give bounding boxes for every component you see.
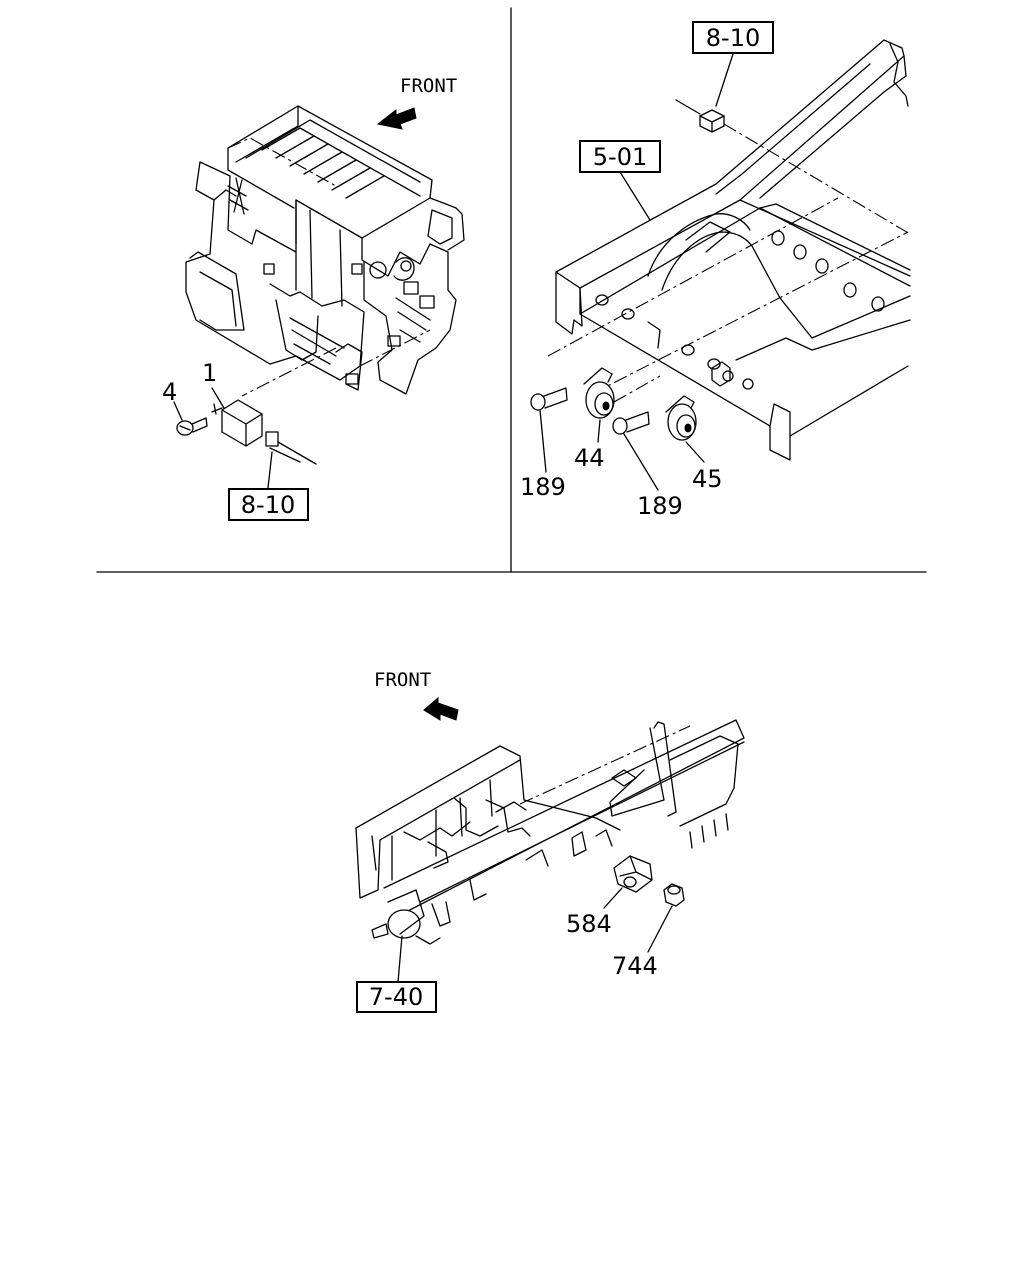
front-label-bottom: FRONT (374, 669, 431, 691)
bolt-189-right (612, 411, 650, 435)
ref-box-5-01-label: 5-01 (593, 143, 647, 171)
leader-ref-8-10-left (267, 451, 273, 489)
bolt-part-4 (176, 417, 208, 436)
leader-bolt-189-right (623, 433, 659, 491)
leader-horn-45 (685, 441, 705, 463)
hvac-unit-drawing (185, 105, 465, 397)
leader-part-744 (647, 905, 673, 953)
front-arrow-bottom-icon (423, 696, 459, 721)
leader-ref-8-10-top (715, 53, 734, 107)
connector-8-10-top (675, 99, 911, 235)
callout-bolt-189-right: 189 (637, 492, 683, 520)
bracket-part-584 (613, 855, 653, 893)
leader-horn-44 (597, 419, 601, 443)
horn-part-44 (583, 367, 615, 419)
ref-box-7-40-label: 7-40 (369, 983, 423, 1011)
callout-part-584: 584 (566, 910, 612, 938)
leader-part-1 (211, 387, 225, 409)
bolt-189-left (530, 387, 568, 411)
leader-bolt-189-left (539, 409, 547, 473)
cross-member-drawing (355, 719, 745, 945)
callout-bolt-189-left: 189 (520, 473, 566, 501)
chassis-frame-drawing (547, 39, 911, 461)
ref-box-7-40 (356, 981, 437, 1013)
nut-part-744 (663, 883, 685, 907)
callout-horn-44: 44 (574, 444, 605, 472)
ref-box-8-10-left (228, 488, 309, 521)
leader-part-584 (603, 887, 623, 909)
callout-part-4: 4 (162, 378, 177, 406)
ref-box-8-10-top-label: 8-10 (706, 24, 760, 52)
callout-part-744: 744 (612, 952, 658, 980)
front-label-top: FRONT (400, 75, 457, 97)
leader-ref-5-01 (619, 171, 651, 221)
ref-box-8-10-left-label: 8-10 (241, 491, 295, 519)
ref-box-8-10-top (692, 21, 774, 54)
front-arrow-icon (376, 107, 417, 130)
callout-part-1: 1 (202, 359, 217, 387)
leader-ref-7-40 (397, 935, 403, 983)
leader-part-4 (173, 401, 183, 421)
relay-module-part-1 (211, 399, 317, 465)
horn-part-45 (665, 395, 697, 441)
callout-horn-45: 45 (692, 465, 723, 493)
